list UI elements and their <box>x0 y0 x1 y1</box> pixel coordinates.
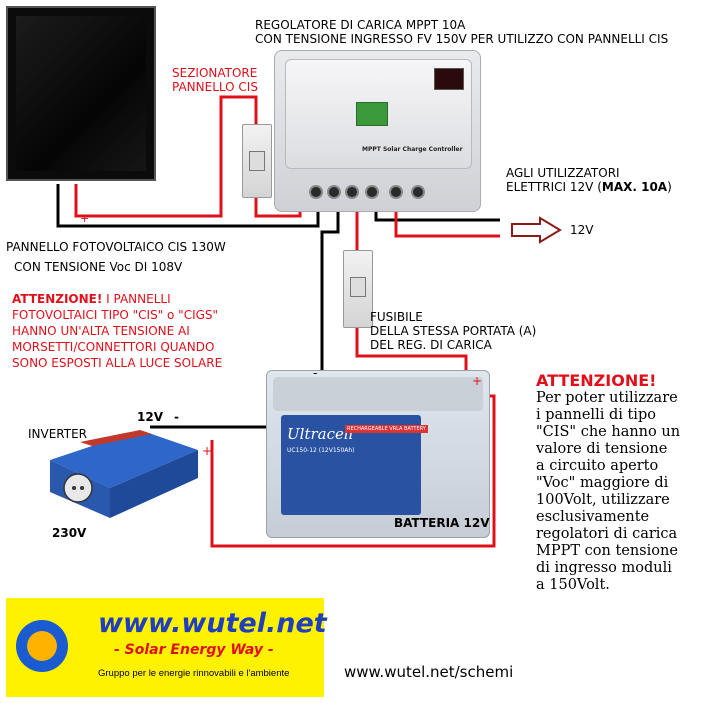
panel-label-1: PANNELLO FOTOVOLTAICO CIS 130W <box>6 240 226 254</box>
controller-title-2: CON TENSIONE INGRESSO FV 150V PER UTILIZ… <box>255 32 669 46</box>
wutel-logo: www.wutel.net - Solar Energy Way - Grupp… <box>6 598 327 697</box>
battery-label: BATTERIA 12V <box>394 516 490 530</box>
output-voltage-label: 12V <box>570 223 594 237</box>
warning-right-line: "Voc" maggiore di <box>536 475 669 491</box>
mppt-charge-controller: MPPT Solar Charge Controller <box>274 50 481 212</box>
battery: Ultracell RECHARGEABLE VRLA BATTERY UC15… <box>266 370 490 538</box>
warning-left-line-4: MORSETTI/CONNETTORI QUANDO <box>12 340 215 354</box>
warning-left-line-1: ATTENZIONE! I PANNELLI <box>12 292 171 306</box>
wire-panel-positive <box>74 95 258 218</box>
warning-right-line: 100Volt, utilizzare <box>536 492 670 508</box>
inverter-plus-sign: + <box>202 444 213 458</box>
solar-panel <box>6 6 156 181</box>
fusibile-label-1: FUSIBILE <box>370 310 423 324</box>
utilizzatori-label-1: AGLI UTILIZZATORI <box>506 166 620 180</box>
battery-minus-sign: - <box>313 366 318 380</box>
disconnector-switch <box>242 124 272 198</box>
warning-right-line: Per poter utilizzare <box>536 390 678 406</box>
output-arrow <box>511 216 562 244</box>
sezionatore-label-1: SEZIONATORE <box>172 66 258 80</box>
warning-right-title: ATTENZIONE! <box>536 371 657 390</box>
warning-right-line: MPPT con tensione <box>536 543 678 559</box>
warning-left-line-3: HANNO UN'ALTA TENSIONE AI <box>12 324 190 338</box>
warning-right-line: a 150Volt. <box>536 577 610 593</box>
inverter-output-voltage: 230V <box>52 526 87 540</box>
warning-right-line: a circuito aperto <box>536 458 659 474</box>
warning-right-line: "CIS" che hanno un <box>536 424 681 440</box>
battery-model: UC150-12 (12V150Ah) <box>287 447 355 454</box>
fusibile-label-2: DELLA STESSA PORTATA (A) <box>370 324 537 338</box>
inverter-input-voltage: 12V <box>137 410 163 424</box>
battery-plus-sign: + <box>472 374 483 388</box>
inverter-minus-sign: - <box>174 410 179 424</box>
inverter-label: INVERTER <box>28 427 88 441</box>
fusibile-label-3: DEL REG. DI CARICA <box>370 338 492 352</box>
sun-icon <box>16 620 68 672</box>
sezionatore-label-2: PANNELLO CIS <box>172 80 258 94</box>
warning-right-line: i pannelli di tipo <box>536 407 656 423</box>
warning-left-line-5: SONO ESPOSTI ALLA LUCE SOLARE <box>12 356 223 370</box>
utilizzatori-label-2: ELETTRICI 12V (MAX. 10A) <box>506 180 672 194</box>
wire-battery-negative <box>320 196 340 420</box>
warning-left-line-2: FOTOVOLTAICI TIPO "CIS" o "CIGS" <box>12 308 219 322</box>
panel-label-2: CON TENSIONE Voc DI 108V <box>14 260 183 274</box>
battery-tag: RECHARGEABLE VRLA BATTERY <box>345 425 428 433</box>
controller-title-1: REGOLATORE DI CARICA MPPT 10A <box>255 18 466 32</box>
warning-right-line: regolatori di carica <box>536 526 678 542</box>
controller-label: MPPT Solar Charge Controller <box>362 146 463 153</box>
logo-description: Gruppo per le energie rinnovabili e l'am… <box>98 668 290 679</box>
footer-url-link[interactable]: www.wutel.net/schemi <box>344 663 514 681</box>
inverter-device <box>50 430 198 518</box>
panel-plus-sign: + <box>80 212 90 225</box>
warning-right-line: esclusivamente <box>536 509 650 525</box>
fuse <box>343 250 373 328</box>
battery-brand: Ultracell <box>287 425 354 443</box>
logo-site: www.wutel.net <box>98 608 327 639</box>
warning-right-line: di ingresso moduli <box>536 560 672 576</box>
logo-slogan: - Solar Energy Way - <box>114 642 274 658</box>
warning-right-line: valore di tensione <box>536 441 668 457</box>
